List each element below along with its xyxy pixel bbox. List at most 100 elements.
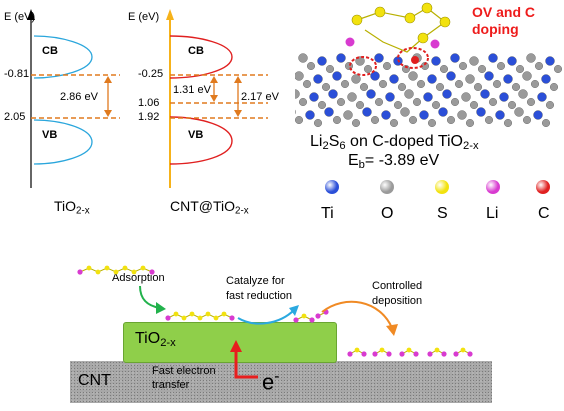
lattice-atom xyxy=(389,74,399,84)
adsorption-label: Adsorption xyxy=(112,272,165,284)
lattice-atom xyxy=(337,98,345,106)
lattice-atom xyxy=(469,56,479,66)
cb-curve-red xyxy=(169,35,233,79)
lattice-atoms xyxy=(295,53,562,127)
lattice-atom xyxy=(419,110,429,120)
lattice-atom xyxy=(438,107,448,117)
chain-li-atom xyxy=(293,317,299,323)
panel-b-band-diagram xyxy=(166,9,268,188)
lattice-atom xyxy=(322,83,330,91)
catalyze-arrow xyxy=(237,309,295,325)
lattice-atom xyxy=(466,119,474,127)
chain-s-atom xyxy=(354,347,360,353)
gap-arrow-head-down xyxy=(104,110,112,117)
vb-label: VB xyxy=(42,129,58,141)
energy-axis-label-b: E (eV) xyxy=(128,11,160,23)
lattice-atom xyxy=(474,83,482,91)
lattice-atom xyxy=(518,89,528,99)
chain-s-atom xyxy=(379,347,385,353)
lattice-atom xyxy=(457,110,467,120)
lattice-atom xyxy=(394,101,402,109)
chain-s-atom xyxy=(104,265,110,271)
legend-o-atom xyxy=(380,180,394,194)
lattice-atom xyxy=(347,92,357,102)
lattice-atom xyxy=(324,107,334,117)
chain-s-atom xyxy=(205,311,211,317)
lattice-atom xyxy=(295,116,303,124)
band-gap-value: 2.86 eV xyxy=(60,91,98,103)
legend-li-label: Li xyxy=(486,205,499,222)
lattice-atom xyxy=(336,53,346,63)
lattice-atom xyxy=(314,119,322,127)
panel-a-band-diagram xyxy=(27,9,120,188)
lattice-atom xyxy=(423,92,433,102)
lattice-atom xyxy=(381,110,391,120)
vb-value: 2.05 xyxy=(4,111,26,123)
level-1-value: 1.06 xyxy=(138,97,160,109)
lattice-atom xyxy=(514,107,524,117)
lattice-atom xyxy=(413,98,421,106)
fast-electron-line2: transfer xyxy=(152,379,190,391)
chain-s-atom xyxy=(406,347,412,353)
chain-li-atom xyxy=(386,351,392,357)
lattice-atom xyxy=(379,80,387,88)
structure-caption: Li2S6 on C-doped TiO2-x xyxy=(310,133,479,152)
chain-s-atom xyxy=(221,311,227,317)
lattice-atom xyxy=(307,62,315,70)
lattice-atom xyxy=(442,89,452,99)
electron-arrow-head xyxy=(230,340,242,352)
chain-s-atom xyxy=(113,269,119,275)
polysulfide-chains xyxy=(77,265,473,357)
lattice-atom xyxy=(400,107,410,117)
doping-title-line1: OV and C xyxy=(472,4,536,20)
cb-value: -0.81 xyxy=(4,68,30,80)
cb-label-b: CB xyxy=(188,45,204,57)
lattice-atom xyxy=(364,65,372,73)
carbon-doping-marker xyxy=(397,47,429,69)
legend-s-atom xyxy=(435,180,449,194)
lattice-atom xyxy=(527,98,535,106)
lattice-atom xyxy=(533,110,543,120)
lattice-atom xyxy=(480,89,490,99)
lattice-atom xyxy=(507,56,517,66)
lattice-atom xyxy=(542,119,550,127)
lattice-atom xyxy=(493,80,501,88)
tio2-layer xyxy=(123,322,337,363)
lattice-atom xyxy=(508,101,516,109)
lattice-atom xyxy=(333,116,341,124)
lattice-atom xyxy=(545,56,555,66)
lattice-atom xyxy=(317,56,327,66)
binding-energy: Eb= -3.89 eV xyxy=(348,152,440,171)
lattice-atom xyxy=(488,53,498,63)
cnt-label: CNT xyxy=(78,372,111,389)
outer-arrow-head-down xyxy=(234,110,242,117)
chain-li-atom xyxy=(347,351,353,357)
lattice-atom xyxy=(465,74,475,84)
chain-li-atom xyxy=(229,315,235,321)
outer-gap-value: 2.17 eV xyxy=(241,91,279,103)
controlled-line1: Controlled xyxy=(372,280,423,292)
lattice-atom xyxy=(451,98,459,106)
lattice-atom xyxy=(402,65,410,73)
chain-li-atom xyxy=(77,269,83,275)
lattice-atom xyxy=(303,80,311,88)
lattice-atom xyxy=(485,116,493,124)
lithium-atom xyxy=(345,37,355,47)
lattice-atom xyxy=(326,65,334,73)
gap-arrow-head-up xyxy=(104,76,112,83)
outer-arrow-head-up xyxy=(234,76,242,83)
lattice-atom xyxy=(390,119,398,127)
material-label-tio2: TiO2-x xyxy=(54,198,90,217)
chain-li-atom xyxy=(149,269,155,275)
chain-li-atom xyxy=(315,313,321,319)
catalyze-arrow-head xyxy=(289,305,299,316)
lattice-atom xyxy=(436,83,444,91)
legend-li-atom xyxy=(486,180,500,194)
chain-s-atom xyxy=(301,313,307,319)
axis-arrow-orange xyxy=(166,9,174,20)
catalyze-line2: fast reduction xyxy=(226,290,293,302)
lattice-atom xyxy=(476,107,486,117)
sulfur-atoms xyxy=(351,2,451,44)
lattice-atom xyxy=(446,71,456,81)
lattice-atom xyxy=(504,119,512,127)
